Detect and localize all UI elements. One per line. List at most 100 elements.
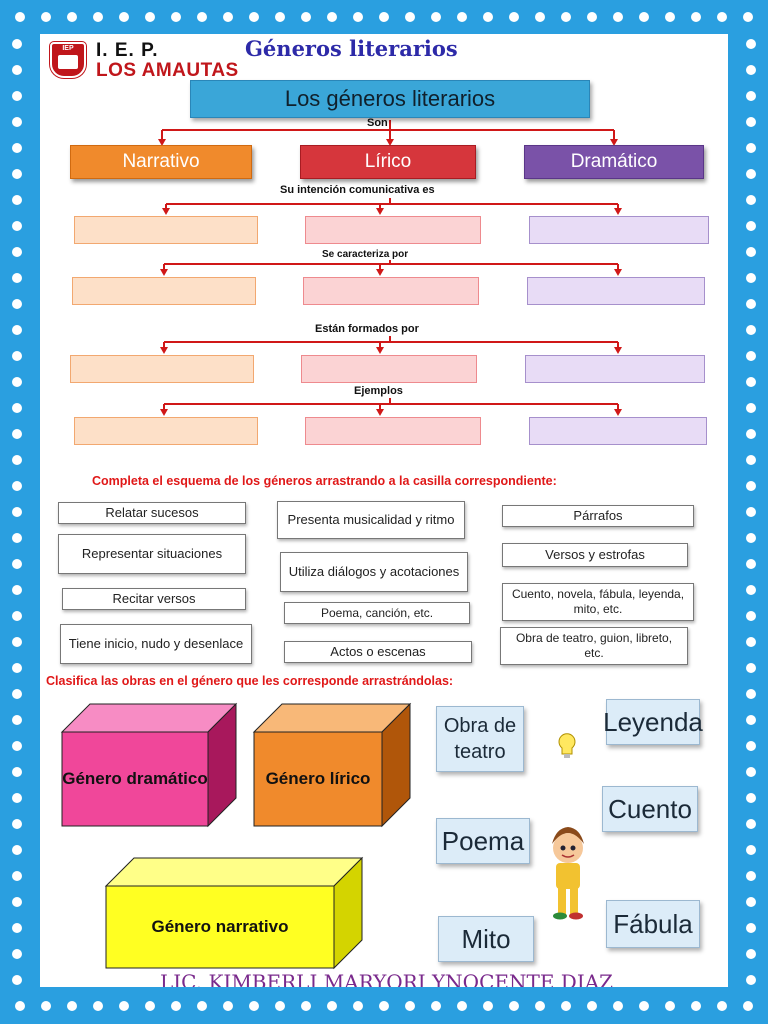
border-dot (12, 377, 22, 387)
border-dot (746, 611, 756, 621)
border-dot (691, 1001, 701, 1011)
work-card-mito[interactable]: Mito (438, 916, 534, 962)
drag-card[interactable]: Utiliza diálogos y acotaciones (280, 552, 468, 592)
drag-card[interactable]: Poema, canción, etc. (284, 602, 470, 624)
border-dot (327, 12, 337, 22)
border-dot (746, 455, 756, 465)
border-dot (746, 871, 756, 881)
drop-slot-narrativo-caracteriza[interactable] (72, 277, 256, 305)
border-dot (587, 12, 597, 22)
drop-slot-dramatico-ejemplos[interactable] (529, 417, 707, 445)
border-dot (15, 1001, 25, 1011)
drag-card[interactable]: Actos o escenas (284, 641, 472, 663)
border-dot (12, 689, 22, 699)
border-dot (717, 1001, 727, 1011)
drag-card[interactable]: Obra de teatro, guion, libreto, etc. (500, 627, 688, 665)
border-dot (746, 845, 756, 855)
logo-text: IEP (62, 45, 74, 52)
border-dot (746, 585, 756, 595)
border-dot (15, 12, 25, 22)
box-label-lirico[interactable]: Género lírico (265, 769, 371, 788)
page-title: Géneros literarios (245, 36, 458, 61)
border-dot (12, 247, 22, 257)
drag-card[interactable]: Relatar sucesos (58, 502, 246, 524)
diagram-title: Los géneros literarios (190, 80, 590, 118)
work-card-leyenda[interactable]: Leyenda (603, 699, 703, 745)
work-card-cuento[interactable]: Cuento (602, 786, 698, 832)
work-card-fabula[interactable]: Fábula (606, 900, 700, 948)
border-dot (743, 12, 753, 22)
drag-card[interactable]: Representar situaciones (58, 534, 246, 574)
border-dot (12, 39, 22, 49)
border-dot (12, 585, 22, 595)
border-dot (405, 1001, 415, 1011)
border-dot (12, 793, 22, 803)
worksheet: IEP I. E. P. LOS AMAUTAS Géneros literar… (40, 34, 728, 987)
border-dot (353, 1001, 363, 1011)
border-dot (67, 1001, 77, 1011)
border-dot (12, 715, 22, 725)
drop-slot-dramatico-intencion[interactable] (529, 216, 709, 244)
border-dot (93, 1001, 103, 1011)
drag-card[interactable]: Párrafos (502, 505, 694, 527)
border-dot (746, 351, 756, 361)
border-dot (12, 325, 22, 335)
connector-intencion (165, 198, 619, 212)
border-dot (746, 195, 756, 205)
border-dot (746, 91, 756, 101)
border-dot (223, 12, 233, 22)
drop-slot-narrativo-ejemplos[interactable] (74, 417, 258, 445)
connector-son (161, 120, 615, 144)
border-dot (12, 741, 22, 751)
border-dot (405, 12, 415, 22)
drag-card[interactable]: Recitar versos (62, 588, 246, 610)
border-dot (587, 1001, 597, 1011)
box-genero-lirico (252, 702, 412, 828)
border-dot (301, 1001, 311, 1011)
drag-card[interactable]: Presenta musicalidad y ritmo (277, 501, 465, 539)
box-label-narrativo[interactable]: Género narrativo (151, 917, 289, 936)
connector-caracteriza (163, 260, 619, 274)
border-dot (746, 39, 756, 49)
border-dot (12, 169, 22, 179)
border-dot (12, 845, 22, 855)
border-dot (746, 559, 756, 569)
border-dot (509, 12, 519, 22)
drop-slot-narrativo-formados[interactable] (70, 355, 254, 383)
drop-slot-narrativo-intencion[interactable] (74, 216, 258, 244)
drag-card[interactable]: Tiene inicio, nudo y desenlace (60, 624, 252, 664)
connector-label-intencion: Su intención comunicativa es (280, 184, 435, 196)
box-label-dramatico[interactable]: Género dramático (62, 769, 208, 788)
connector-label-formados: Están formados por (315, 323, 419, 335)
border-dot (171, 12, 181, 22)
border-dot (746, 637, 756, 647)
drag-card[interactable]: Cuento, novela, fábula, leyenda, mito, e… (502, 583, 694, 621)
school-name-line2: LOS AMAUTAS (96, 60, 239, 81)
border-dot (275, 1001, 285, 1011)
border-dot (746, 325, 756, 335)
border-dot (665, 1001, 675, 1011)
border-dot (746, 299, 756, 309)
border-dot (12, 975, 22, 985)
border-dot (301, 12, 311, 22)
drop-slot-lirico-caracteriza[interactable] (303, 277, 479, 305)
drop-slot-lirico-formados[interactable] (301, 355, 477, 383)
work-card-poema[interactable]: Poema (436, 818, 530, 864)
drop-slot-dramatico-formados[interactable] (525, 355, 705, 383)
drop-slot-dramatico-caracteriza[interactable] (527, 277, 705, 305)
drag-card[interactable]: Versos y estrofas (502, 543, 688, 567)
drop-slot-lirico-intencion[interactable] (305, 216, 481, 244)
drop-slot-lirico-ejemplos[interactable] (305, 417, 481, 445)
border-dot (746, 377, 756, 387)
border-dot (12, 351, 22, 361)
border-dot (249, 1001, 259, 1011)
border-dot (746, 247, 756, 257)
genre-dramatico: Dramático (524, 145, 704, 179)
diagram-connectors (158, 120, 622, 416)
border-dot (275, 12, 285, 22)
border-dot (509, 1001, 519, 1011)
work-card-obra-de-teatro[interactable]: Obra de teatro (436, 706, 524, 772)
genre-narrativo: Narrativo (70, 145, 252, 179)
connector-formados (163, 336, 619, 352)
